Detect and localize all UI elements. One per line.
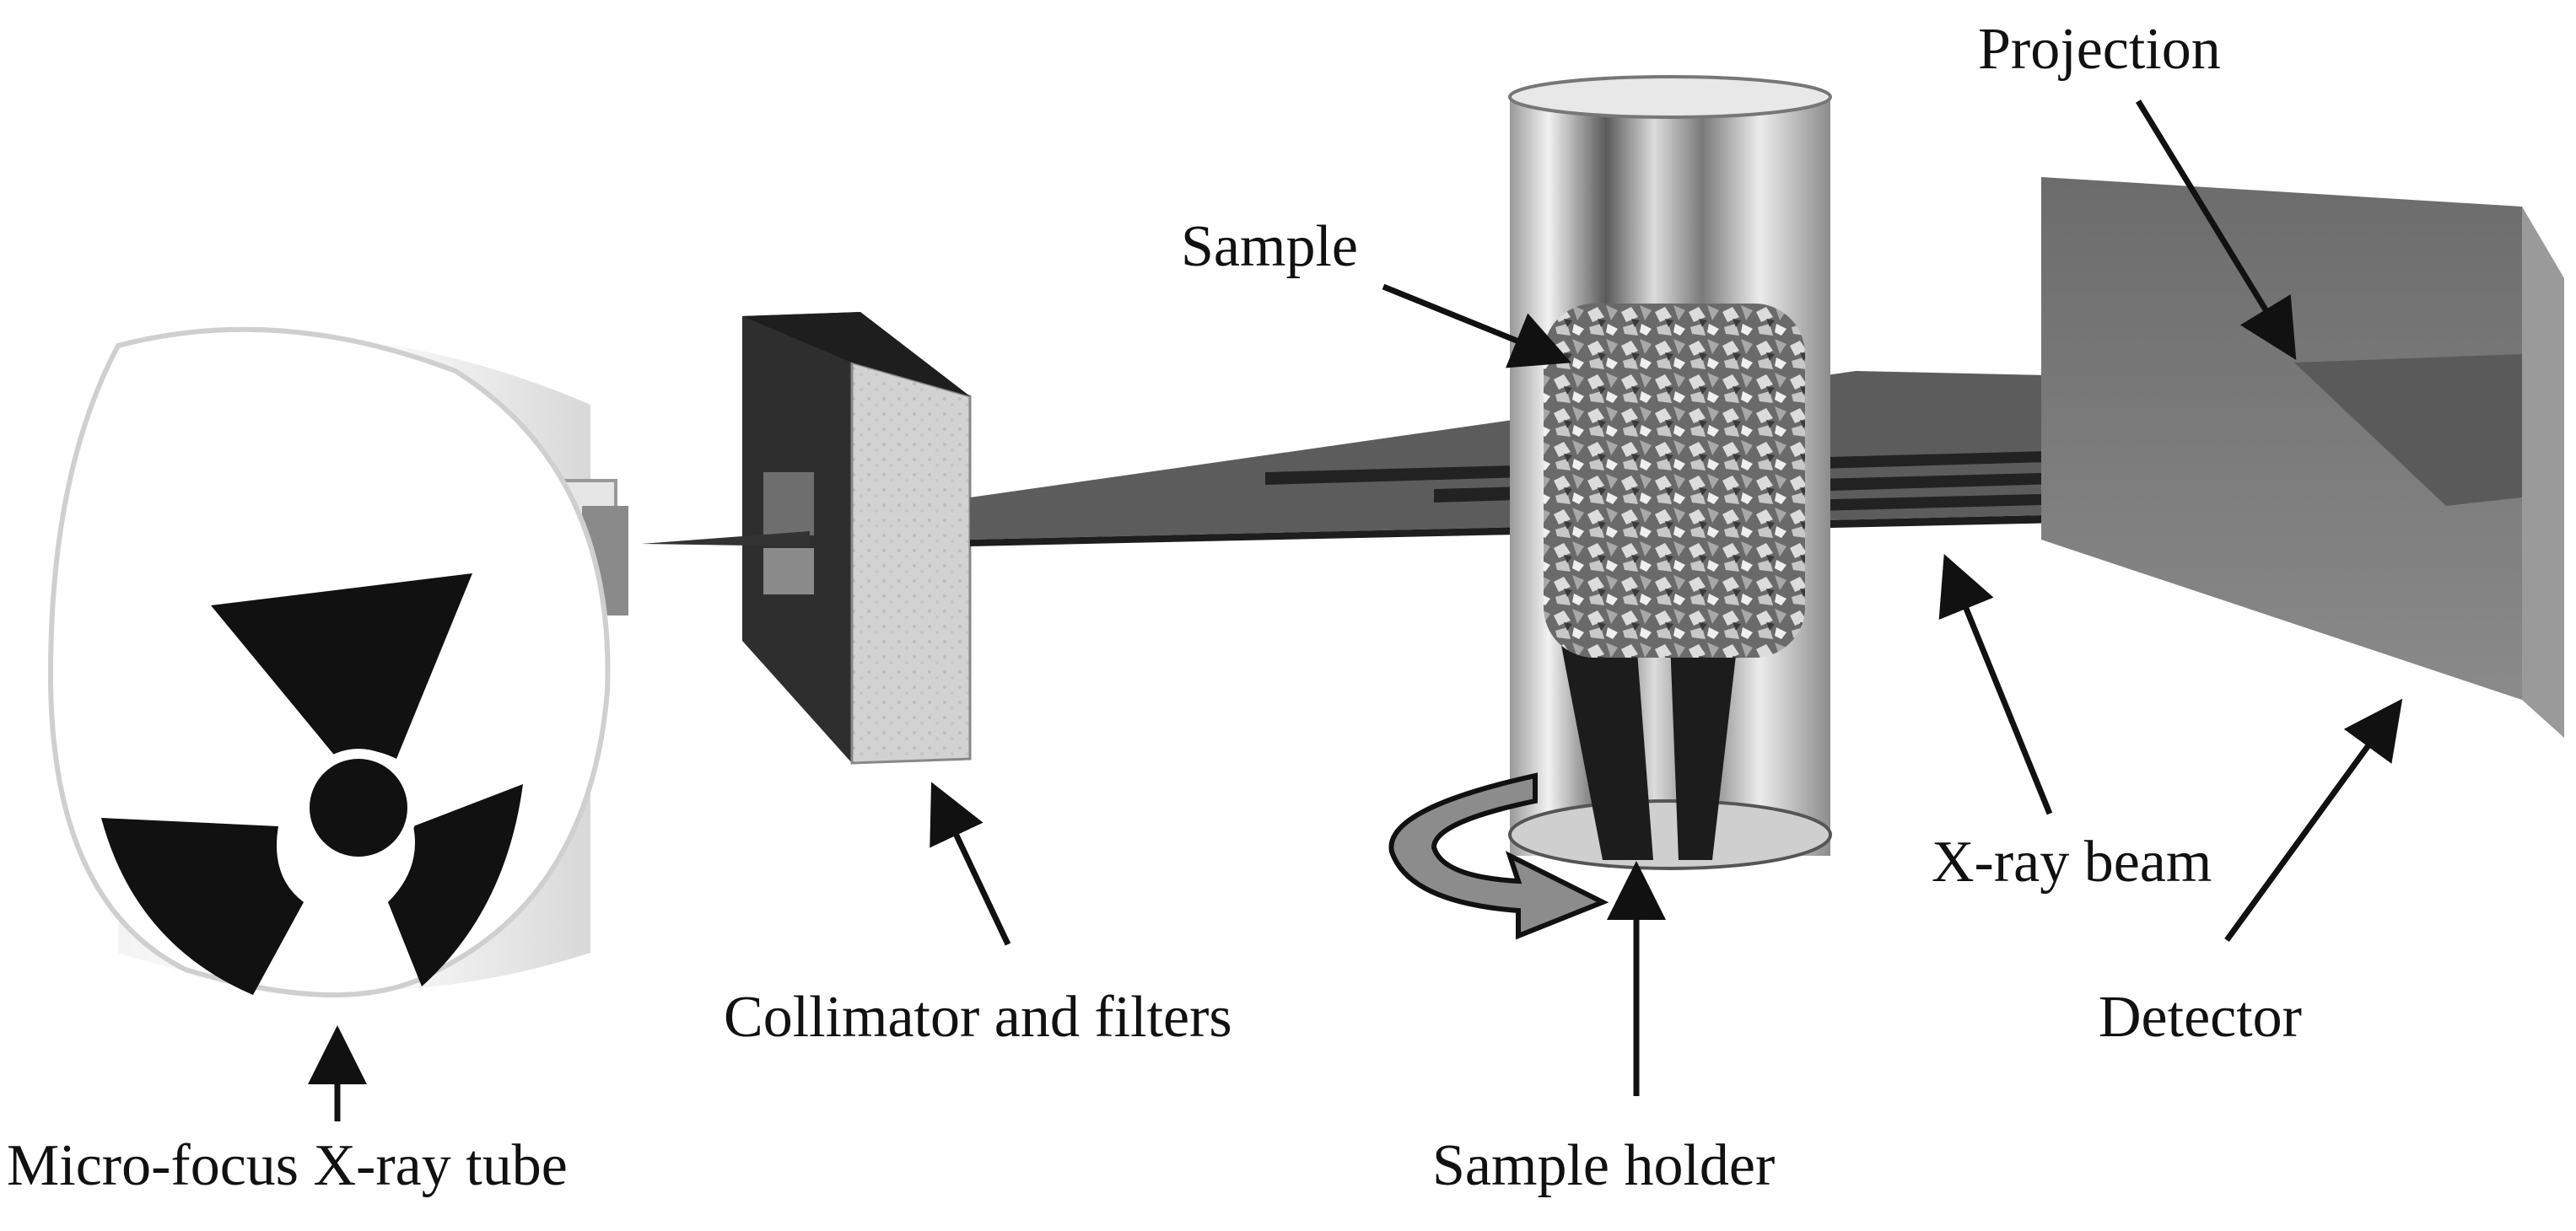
label-sample: Sample bbox=[1181, 214, 1358, 279]
arrow-xray-beam bbox=[1938, 554, 2053, 815]
detector bbox=[2041, 177, 2564, 738]
label-projection: Projection bbox=[1978, 17, 2221, 82]
source-beam bbox=[641, 531, 810, 546]
arrow-projection bbox=[2136, 99, 2297, 360]
rotation-arrow-icon bbox=[1388, 772, 1609, 940]
arrow-detector bbox=[2224, 698, 2403, 943]
arrow-sample bbox=[1382, 283, 1571, 368]
arrow-collimator bbox=[930, 782, 1011, 946]
xray-tube bbox=[47, 326, 628, 997]
label-detector: Detector bbox=[2099, 985, 2302, 1050]
label-sample-holder: Sample holder bbox=[1432, 1133, 1776, 1198]
label-collimator: Collimator and filters bbox=[724, 985, 1232, 1050]
label-xray-beam: X-ray beam bbox=[1932, 830, 2212, 895]
collimator bbox=[742, 312, 972, 765]
sample-holder bbox=[1508, 75, 1832, 870]
radiation-trefoil-icon bbox=[101, 573, 523, 995]
label-xray-tube: Micro-focus X-ray tube bbox=[7, 1133, 568, 1198]
